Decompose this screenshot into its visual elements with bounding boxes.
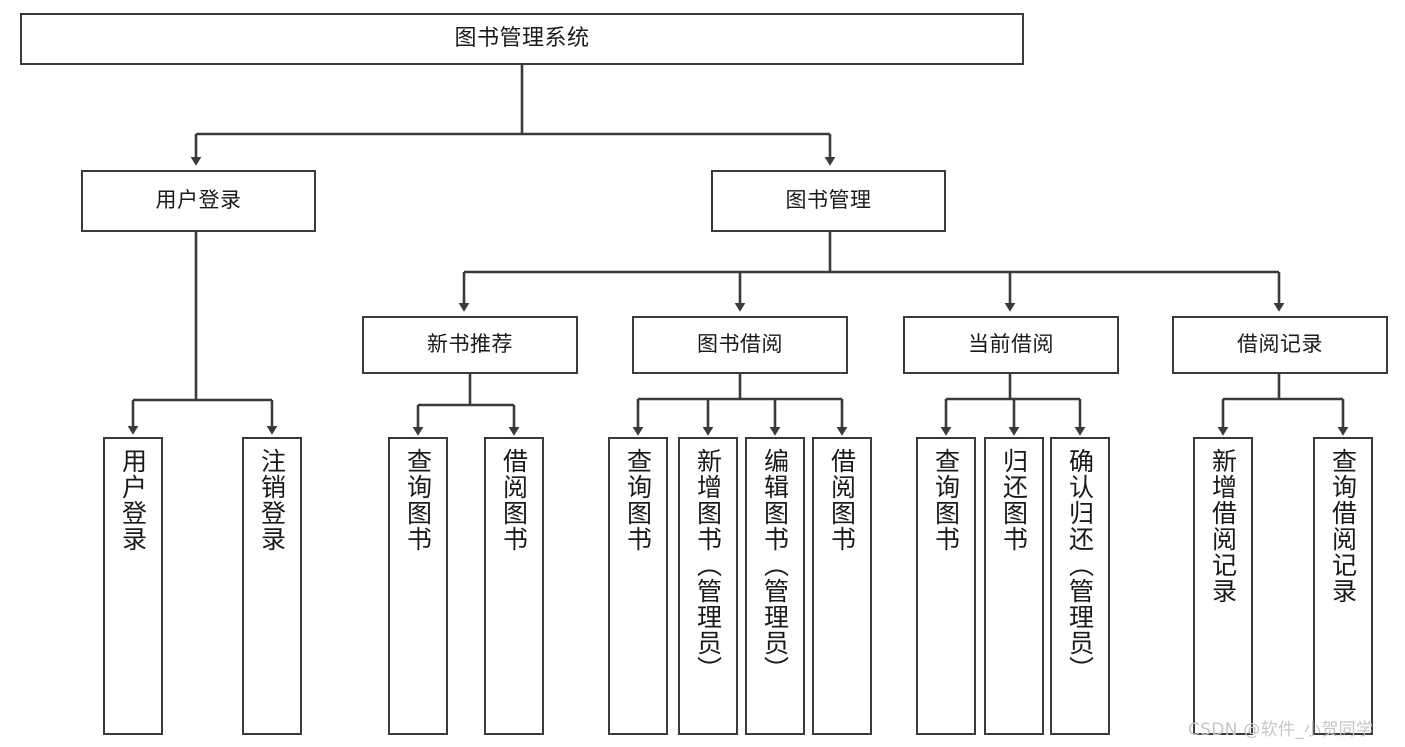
leaf-borrow-query-book[interactable]: 查询图书 <box>608 437 668 735</box>
node-label: 查询图书 <box>931 448 961 552</box>
node-label: 编辑图书（管理员） <box>760 448 790 682</box>
node-label: 借阅记录 <box>1237 332 1323 357</box>
node-label: 新增借阅记录 <box>1208 448 1238 604</box>
node-label: 查询借阅记录 <box>1328 448 1358 604</box>
node-label: 新书推荐 <box>427 332 513 357</box>
node-current-borrow[interactable]: 当前借阅 <box>903 316 1119 374</box>
node-label: 查询图书 <box>623 448 653 552</box>
leaf-borrow-add-book-admin[interactable]: 新增图书（管理员） <box>678 437 738 735</box>
leaf-recommend-query-book[interactable]: 查询图书 <box>388 437 448 735</box>
node-label: 借阅图书 <box>499 448 529 552</box>
node-label: 查询图书 <box>403 448 433 552</box>
node-root-book-management-system[interactable]: 图书管理系统 <box>20 13 1024 65</box>
leaf-current-query-book[interactable]: 查询图书 <box>916 437 976 735</box>
leaf-record-query-borrow-record[interactable]: 查询借阅记录 <box>1313 437 1373 735</box>
leaf-borrow-edit-book-admin[interactable]: 编辑图书（管理员） <box>745 437 805 735</box>
node-book-management[interactable]: 图书管理 <box>711 170 946 232</box>
node-label: 借阅图书 <box>827 448 857 552</box>
node-new-book-recommend[interactable]: 新书推荐 <box>362 316 578 374</box>
leaf-borrow-borrow-book[interactable]: 借阅图书 <box>812 437 872 735</box>
node-label: 确认归还（管理员） <box>1065 448 1095 682</box>
node-label: 图书管理系统 <box>454 25 590 51</box>
node-label: 注销登录 <box>257 448 287 552</box>
node-label: 用户登录 <box>155 188 242 213</box>
node-label: 新增图书（管理员） <box>693 448 723 682</box>
node-label: 归还图书 <box>999 448 1029 552</box>
node-borrow-record[interactable]: 借阅记录 <box>1172 316 1388 374</box>
node-label: 当前借阅 <box>968 332 1054 357</box>
leaf-record-add-borrow-record[interactable]: 新增借阅记录 <box>1193 437 1253 735</box>
node-label: 图书管理 <box>785 188 872 213</box>
node-label: 用户登录 <box>118 448 148 552</box>
watermark-csdn: CSDN @软件_小贺同学 <box>1188 720 1374 740</box>
node-label: 图书借阅 <box>697 332 783 357</box>
node-book-borrow[interactable]: 图书借阅 <box>632 316 848 374</box>
leaf-user-login[interactable]: 用户登录 <box>103 437 163 735</box>
leaf-current-confirm-return-admin[interactable]: 确认归还（管理员） <box>1050 437 1110 735</box>
leaf-current-return-book[interactable]: 归还图书 <box>984 437 1044 735</box>
leaf-recommend-borrow-book[interactable]: 借阅图书 <box>484 437 544 735</box>
leaf-logout-login[interactable]: 注销登录 <box>242 437 302 735</box>
node-user-login[interactable]: 用户登录 <box>81 170 316 232</box>
